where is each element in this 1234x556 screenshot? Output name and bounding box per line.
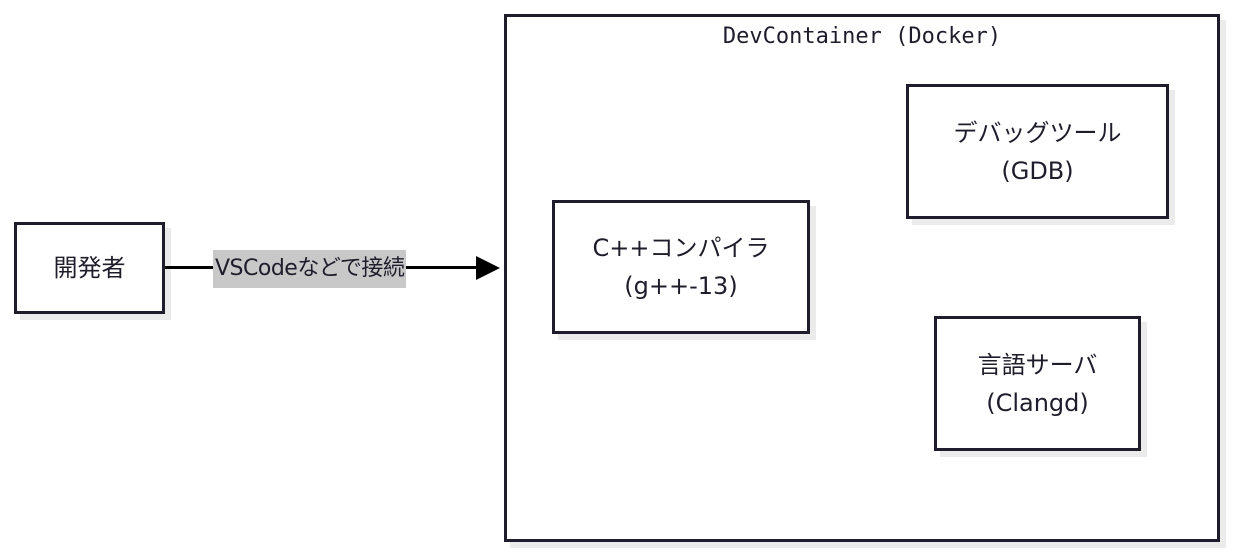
language-server-name: 言語サーバ (977, 350, 1098, 379)
developer-node: 開発者 (14, 222, 165, 314)
devcontainer-title: DevContainer (Docker) (722, 24, 1002, 49)
arrow-head-icon (476, 256, 500, 280)
compiler-node: C++コンパイラ (g++-13) (552, 200, 810, 334)
connection-edge-label: VSCodeなどで接続 (213, 250, 407, 288)
debugger-node: デバッグツール (GDB) (906, 84, 1169, 219)
compiler-version: (g++-13) (624, 272, 738, 300)
language-server-tool: (Clangd) (986, 388, 1089, 417)
compiler-name: C++コンパイラ (592, 234, 770, 262)
developer-label: 開発者 (53, 254, 126, 282)
debugger-tool: (GDB) (1001, 156, 1074, 185)
debugger-name: デバッグツール (953, 118, 1122, 147)
language-server-node: 言語サーバ (Clangd) (934, 316, 1141, 451)
